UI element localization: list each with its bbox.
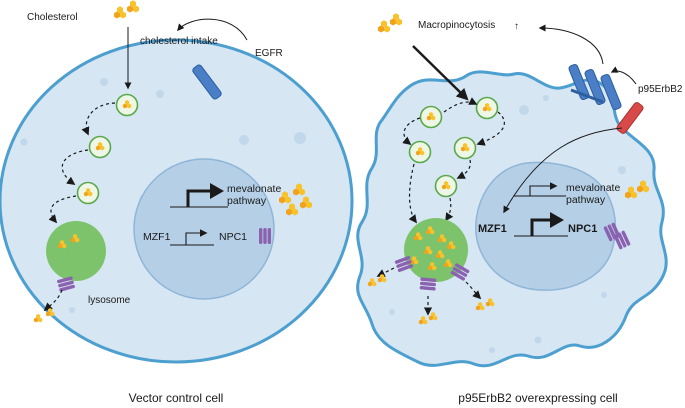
- egfr-cluster: [568, 64, 622, 110]
- nucleus: [133, 158, 275, 300]
- lysosome-label: lysosome: [88, 295, 131, 306]
- right-mzf1-label: MZF1: [478, 223, 507, 235]
- p95erbb2-receptor: [616, 102, 644, 134]
- vesicle: [477, 98, 498, 119]
- vesicle: [455, 138, 476, 159]
- p95erbb2-label: p95ErbB2: [638, 84, 683, 95]
- lysosome: [46, 221, 106, 281]
- macropinocytosis-up-arrow: ↑: [514, 21, 519, 32]
- vesicle: [436, 176, 457, 197]
- left-mevalonate-label-2: pathway: [227, 195, 267, 207]
- cholesterol-intake-label: cholesterol intake: [140, 36, 218, 47]
- vesicle: [421, 107, 442, 128]
- right-panel: Macropinocytosis ↑ p95ErbB2: [356, 13, 683, 405]
- left-npc1-label: NPC1: [219, 231, 247, 243]
- vesicle: [90, 137, 111, 158]
- macropinocytosis-intake-arrow: [412, 45, 469, 101]
- right-caption: p95ErbB2 overexpressing cell: [458, 391, 617, 405]
- p95-to-mzf1-arrow: [503, 127, 623, 214]
- right-npc1-label: NPC1: [568, 223, 597, 235]
- left-mevalonate-label-1: mevalonate: [227, 183, 281, 195]
- left-caption: Vector control cell: [129, 391, 224, 405]
- vesicle: [410, 142, 431, 163]
- nucleus-enlarged: [475, 161, 617, 291]
- right-mevalonate-label-1: mevalonate: [566, 182, 620, 194]
- egfr-label: EGFR: [255, 48, 283, 59]
- vesicle: [78, 183, 99, 204]
- egfr-receptor: [192, 64, 222, 100]
- cholesterol-label: Cholesterol: [27, 12, 78, 23]
- left-mzf1-label: MZF1: [143, 231, 171, 243]
- macropinocytosis-label: Macropinocytosis: [418, 20, 495, 31]
- left-panel: EGFR Cholesterol cholesterol intake lyso…: [0, 0, 354, 405]
- vesicle: [117, 95, 138, 116]
- npc1-protein: [259, 228, 271, 244]
- cholesterol-molecule: [114, 6, 126, 19]
- right-mevalonate-label-2: pathway: [566, 194, 606, 206]
- egfr-to-intake-arrow: [177, 18, 248, 41]
